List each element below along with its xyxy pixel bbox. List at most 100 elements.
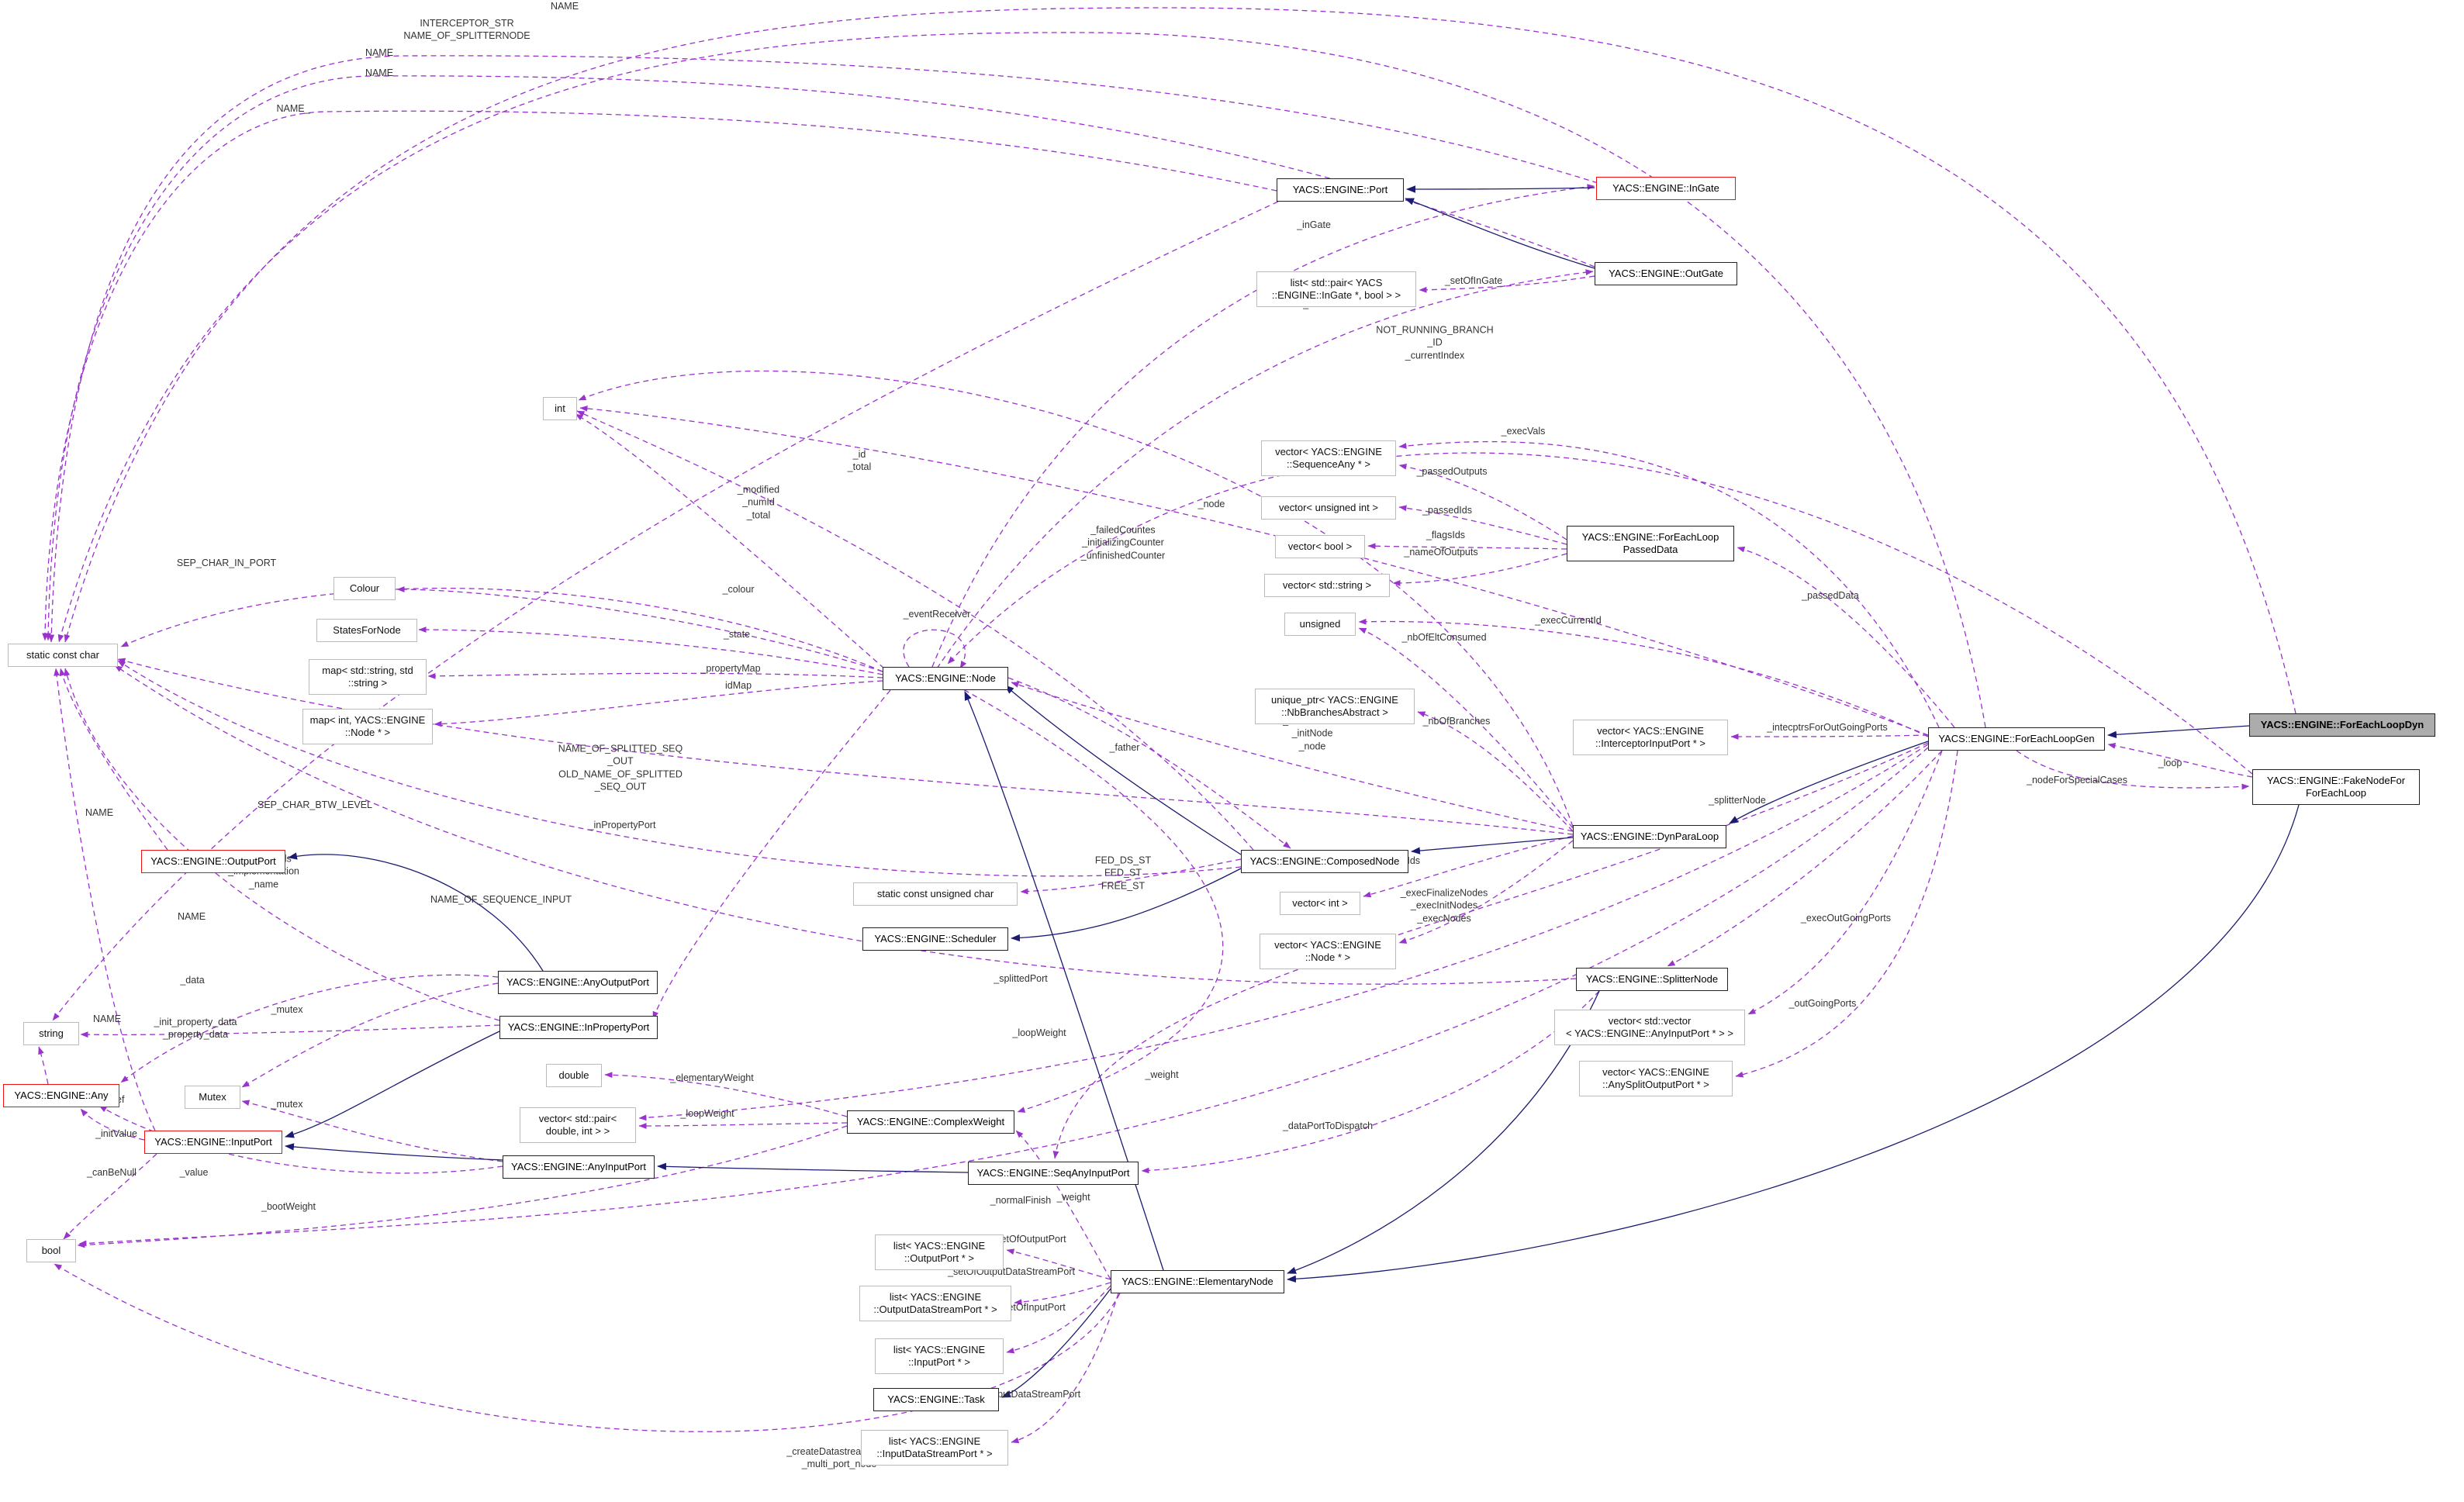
edge-label-passeddata-vec_string: _nameOfOutputs <box>1404 546 1478 558</box>
usage-edge-dynparaloop-uniqueptr <box>1417 711 1574 832</box>
usage-edge-node-map_string <box>427 672 883 679</box>
class-box-seqanyinputport[interactable]: YACS::ENGINE::SeqAnyInputPort <box>968 1162 1139 1185</box>
class-box-inputport[interactable]: YACS::ENGINE::InputPort <box>144 1131 282 1154</box>
class-box-label: static const unsigned char <box>876 887 994 899</box>
usage-edge-elementarynode-list_inputdsport <box>1011 1293 1119 1444</box>
class-box-mutex: Mutex <box>185 1086 240 1109</box>
usage-edge-splitternode-seqanyinputport <box>1141 990 1600 1174</box>
usage-edge-composednode-static_const_uchar <box>1020 858 1242 895</box>
edge-label-node-static_const_char: SEP_CHAR_IN_PORT <box>176 557 277 568</box>
class-box-label: static const char <box>26 648 99 661</box>
edge-label-node-complexweight: _weight <box>1145 1069 1179 1080</box>
class-box-label: YACS::ENGINE::InputPort <box>154 1135 272 1148</box>
class-box-label: YACS::ENGINE::AnyInputPort <box>511 1160 646 1172</box>
class-box-label: YACS::ENGINE::OutputPort <box>150 855 276 867</box>
usage-edge-passeddata-vec_string <box>1392 553 1567 586</box>
class-box-port[interactable]: YACS::ENGINE::Port <box>1277 178 1404 202</box>
class-box-list_outputdsport: list< YACS::ENGINE::OutputDataStreamPort… <box>859 1286 1011 1321</box>
class-box-label: unsigned <box>1299 617 1341 630</box>
inheritance-edge-foreachloopgen-dynparaloop <box>1729 741 1929 824</box>
edge-label-composednode-static_const_uchar: FED_DS_ST FED_ST FREE_ST <box>1094 855 1152 892</box>
edge-label-node-colour: _colour <box>722 583 755 595</box>
edge-label-foreachloopgen-fakenode: _nodeForSpecialCases <box>2027 774 2127 786</box>
class-box-outgate[interactable]: YACS::ENGINE::OutGate <box>1595 262 1737 285</box>
usage-edge-node-colour <box>396 586 883 672</box>
usage-edge-composednode-int_box <box>576 410 1254 851</box>
usage-edge-elementarynode-list_inputport <box>1006 1285 1111 1354</box>
class-box-label: list< YACS::ENGINE <box>893 1343 986 1355</box>
usage-edge-node-int_box <box>575 413 885 669</box>
class-box-colour: Colour <box>333 577 396 600</box>
class-box-label: YACS::ENGINE::AnyOutputPort <box>506 975 649 988</box>
usage-edge-node-composednode <box>1007 677 1291 849</box>
class-box-label: vector< YACS::ENGINE <box>1275 445 1382 458</box>
edge-label-foreachloopgen-passeddata: _passedData <box>1802 589 1859 601</box>
usage-edge-foreachloopgen-seqanyinputport <box>1052 742 1929 1159</box>
inheritance-edge-anyoutputport-outputport <box>288 852 544 972</box>
class-box-vec_interceptor: vector< YACS::ENGINE::InterceptorInputPo… <box>1573 720 1728 755</box>
class-box-label: ::SequenceAny * > <box>1286 458 1371 470</box>
inheritance-edge-foreachloopdyn-foreachloopgen <box>2107 725 2250 738</box>
class-box-splitternode[interactable]: YACS::ENGINE::SplitterNode <box>1576 968 1728 991</box>
edge-label-inputport-static_const_char: NAME <box>92 1013 122 1024</box>
class-box-label: int <box>555 402 565 414</box>
class-box-label: ::NbBranchesAbstract > <box>1281 706 1388 718</box>
class-box-label: YACS::ENGINE::Scheduler <box>874 932 997 944</box>
class-box-task[interactable]: YACS::ENGINE::Task <box>873 1388 999 1411</box>
class-box-label: ::AnySplitOutputPort * > <box>1602 1079 1709 1090</box>
class-box-dynparaloop[interactable]: YACS::ENGINE::DynParaLoop <box>1573 825 1726 848</box>
edge-label-inpropertyport-static_const_char: NAME <box>177 910 206 922</box>
usage-edge-elementarynode-list_outputdsport <box>1014 1282 1111 1306</box>
usage-edge-foreachloopgen-vec_pair <box>638 744 1929 1121</box>
usage-edge-node-map_int_node <box>434 680 883 727</box>
class-box-inpropertyport[interactable]: YACS::ENGINE::InPropertyPort <box>499 1016 658 1039</box>
class-box-composednode[interactable]: YACS::ENGINE::ComposedNode <box>1241 850 1408 873</box>
class-box-label: map< std::string, std <box>322 664 413 676</box>
class-box-label: YACS::ENGINE::OutGate <box>1609 267 1723 279</box>
usage-edge-any-string <box>38 1046 49 1085</box>
class-box-complexweight[interactable]: YACS::ENGINE::ComplexWeight <box>847 1110 1014 1134</box>
class-box-label: ::InputPort * > <box>908 1356 970 1368</box>
class-box-label: ::ENGINE::InGate *, bool > > <box>1271 289 1401 301</box>
edge-label-outgate-static_const_char: NAME <box>365 67 394 78</box>
class-box-list_outputport: list< YACS::ENGINE::OutputPort * > <box>875 1234 1004 1270</box>
class-box-ingate[interactable]: YACS::ENGINE::InGate <box>1596 177 1736 200</box>
usage-edge-foreachloopgen-vec_vec_anyinput <box>1747 750 1943 1015</box>
class-box-anyoutputport[interactable]: YACS::ENGINE::AnyOutputPort <box>498 971 658 994</box>
inheritance-edge-inpropertyport-inputport <box>285 1031 500 1138</box>
edge-label-foreachloopgen-vec_seqany: _execVals <box>1501 425 1546 437</box>
usage-edge-anyoutputport-mutex <box>241 982 499 1088</box>
class-box-scheduler[interactable]: YACS::ENGINE::Scheduler <box>862 927 1008 951</box>
class-box-outputport[interactable]: YACS::ENGINE::OutputPort <box>141 850 285 873</box>
class-box-bool: bool <box>26 1239 76 1262</box>
usage-edge-fakenode-foreachloopgen <box>2107 742 2253 778</box>
class-box-node[interactable]: YACS::ENGINE::Node <box>883 667 1008 690</box>
class-box-any[interactable]: YACS::ENGINE::Any <box>3 1084 119 1107</box>
edge-label-node-statesfornode: _state <box>723 628 751 640</box>
class-box-label: map< int, YACS::ENGINE <box>309 713 426 726</box>
class-box-vec_uint: vector< unsigned int > <box>1261 496 1396 520</box>
class-box-foreachloopgen[interactable]: YACS::ENGINE::ForEachLoopGen <box>1928 727 2105 751</box>
class-box-anyinputport[interactable]: YACS::ENGINE::AnyInputPort <box>503 1155 655 1179</box>
usage-edge-port-string <box>52 201 1279 1021</box>
class-box-elementarynode[interactable]: YACS::ENGINE::ElementaryNode <box>1111 1270 1284 1293</box>
edge-label-composednode-int_box: _failedCountes _initializingCounter _unf… <box>1080 524 1166 561</box>
usage-edge-inpropertyport-string <box>80 1024 500 1038</box>
usage-edge-foreachloopdyn-static_const_char <box>64 7 2296 714</box>
inheritance-edge-splitternode-elementarynode <box>1287 990 1600 1274</box>
class-box-label: list< YACS::ENGINE <box>889 1290 982 1303</box>
class-box-int_box: int <box>543 397 577 420</box>
usage-edge-outgate-list_ingate_bool <box>1419 275 1595 293</box>
class-box-label: YACS::ENGINE::InPropertyPort <box>507 1020 650 1033</box>
edge-label-dynparaloop-uniqueptr: _nbOfBranches <box>1422 715 1491 727</box>
usage-edge-ingate-static_const_char <box>48 55 1598 643</box>
inheritance-edge-fakenode-elementarynode <box>1287 804 2300 1283</box>
inheritance-edge-anyinputport-inputport <box>285 1143 503 1161</box>
edge-label-complexweight-bool: _bootWeight <box>261 1200 316 1212</box>
usage-edge-splitternode-static_const_char <box>114 665 1577 985</box>
edge-label-foreachloopgen-vec_interceptor: _intecptrsForOutGoingPorts <box>1767 721 1888 733</box>
edge-label-inputport-any: _initValue <box>95 1127 137 1139</box>
